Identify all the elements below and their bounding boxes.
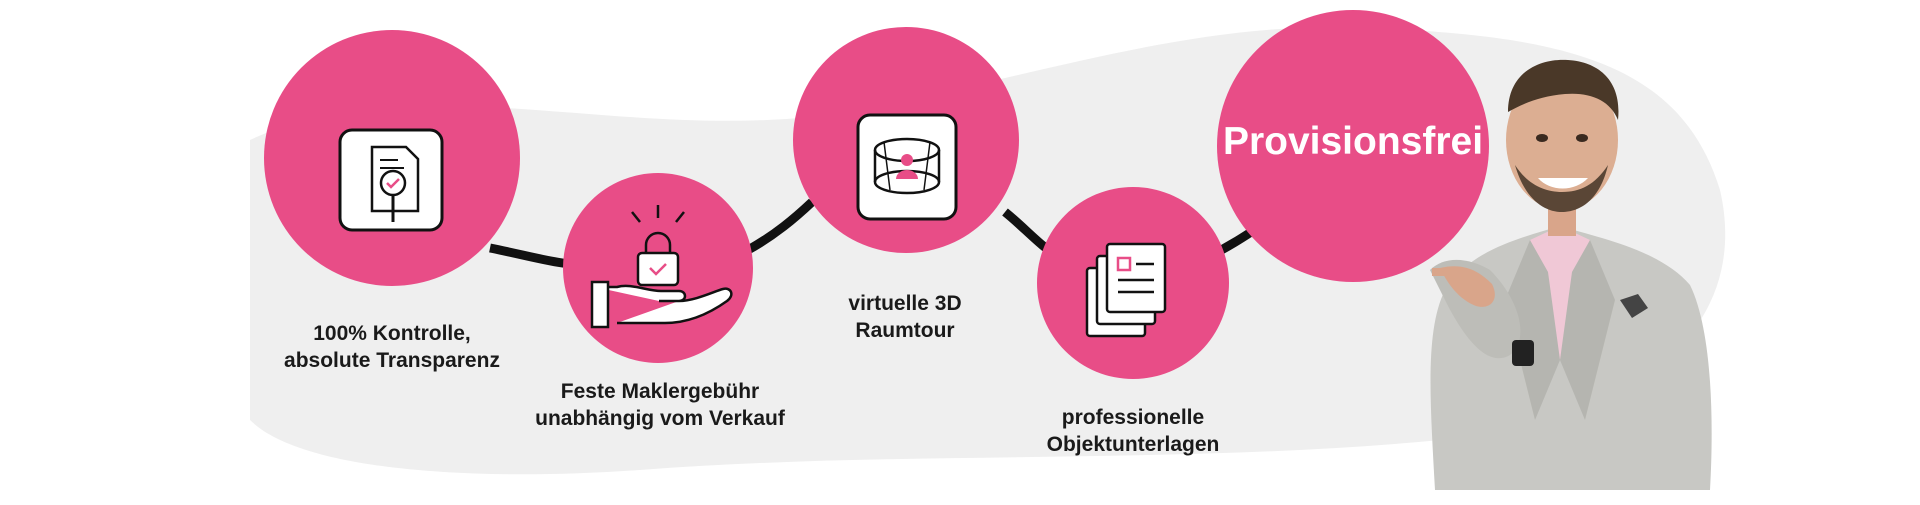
feature-line: professionelle (1061, 406, 1205, 429)
feature-line: Objektunterlagen (1046, 433, 1220, 456)
feature-line: absolute Transparenz (284, 349, 500, 372)
feature-label-documents: professionelle Objektunterlagen (1008, 404, 1258, 458)
hand-lock-icon (590, 205, 733, 329)
feature-line: unabhängig vom Verkauf (535, 407, 785, 430)
feature-line: Feste Maklergebühr (560, 380, 760, 403)
360-tour-icon (856, 113, 958, 221)
documents-stack-icon (1085, 242, 1167, 338)
feature-line: Raumtour (855, 319, 955, 342)
badge-label: Provisionsfrei (1222, 120, 1484, 163)
feature-label-control: 100% Kontrolle, absolute Transparenz (262, 320, 522, 374)
feature-label-3d-tour: virtuelle 3D Raumtour (780, 290, 1030, 344)
smiling-man-pointing-icon (1430, 59, 1712, 490)
feature-line: virtuelle 3D (848, 292, 962, 315)
feature-line: 100% Kontrolle, (313, 322, 471, 345)
feature-label-fee: Feste Maklergebühr unabhängig vom Verkau… (510, 378, 810, 432)
connector-line (745, 198, 816, 254)
badge-circle (1217, 10, 1489, 282)
document-search-icon (338, 128, 444, 232)
